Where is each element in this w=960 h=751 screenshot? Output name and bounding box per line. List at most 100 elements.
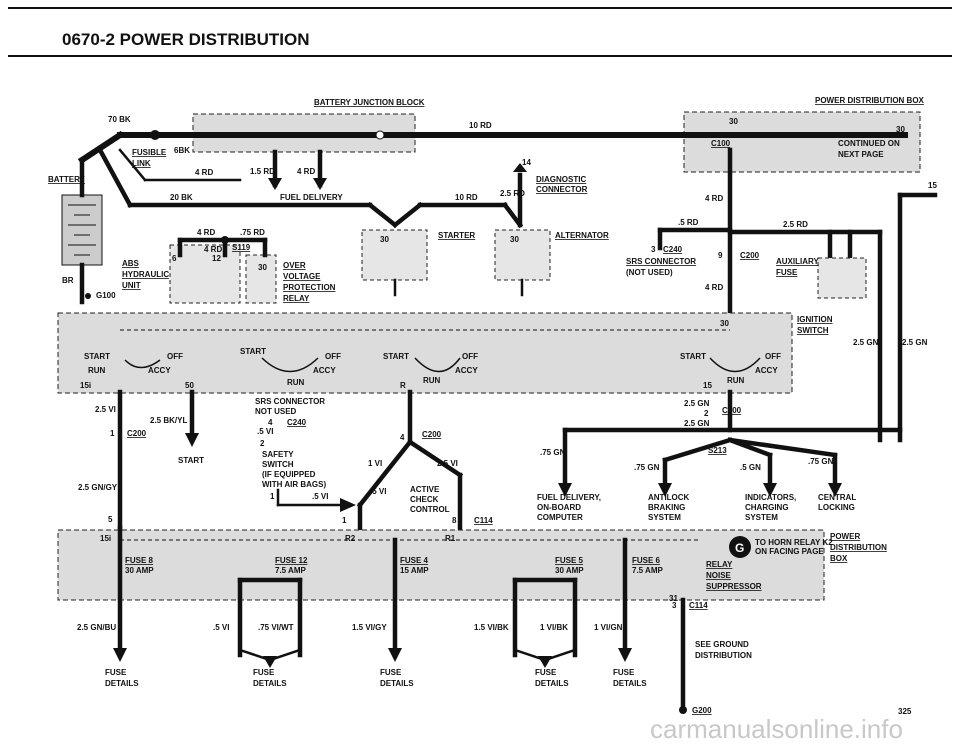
- wire-label: 4 RD: [197, 228, 215, 237]
- switch-position-label: ACCY: [755, 366, 778, 375]
- diagnostic-connector-label: CONNECTOR: [536, 185, 588, 194]
- horn-relay-reference: TO HORN RELAY K2: [755, 538, 833, 547]
- switch-position-label: RUN: [88, 366, 106, 375]
- wire-label: .75 VI/WT: [258, 623, 294, 632]
- wire-label: 1 VI/GN: [594, 623, 623, 632]
- switch-position-label: RUN: [727, 376, 745, 385]
- fusible-link-label: FUSIBLE: [132, 148, 167, 157]
- fuse-6-label: FUSE 6: [632, 556, 661, 565]
- srs-connector-label: (NOT USED): [626, 268, 673, 277]
- wire-label: 1 VI: [368, 459, 382, 468]
- diagnostic-connector-label: DIAGNOSTIC: [536, 175, 586, 184]
- fuse-details-label: FUSE: [535, 668, 557, 677]
- starter-box: [361, 229, 428, 281]
- auxiliary-fuse-box: [817, 257, 867, 299]
- pin-label: 3: [672, 601, 677, 610]
- pin-label: 30: [729, 117, 738, 126]
- pin-label: R2: [345, 534, 356, 543]
- safety-switch-label: WITH AIR BAGS): [262, 480, 326, 489]
- ovp-relay-label: VOLTAGE: [283, 272, 321, 281]
- switch-position-label: START: [240, 347, 266, 356]
- fuel-delivery-label: FUEL DELIVERY: [280, 193, 343, 202]
- wire-label: 2.5 RD: [500, 189, 525, 198]
- ovp-relay-label: RELAY: [283, 294, 310, 303]
- pin-label: 50: [185, 381, 194, 390]
- alternator-box: [494, 229, 551, 281]
- abs-label: UNIT: [122, 281, 141, 290]
- fuse-4-label: FUSE 4: [400, 556, 429, 565]
- over-voltage-relay-box: [245, 254, 277, 304]
- switch-position-label: OFF: [325, 352, 341, 361]
- connector-c240: C240: [287, 418, 307, 427]
- pin-label: 1: [342, 516, 347, 525]
- ignition-switch-label: IGNITION: [797, 315, 833, 324]
- wire-label: 10 RD: [455, 193, 478, 202]
- abs-label: ABS: [122, 259, 140, 268]
- see-ground-label: DISTRIBUTION: [695, 651, 752, 660]
- antilock-label: BRAKING: [648, 503, 685, 512]
- fuse-5-amp: 30 AMP: [555, 566, 584, 575]
- pin-label: 31: [669, 594, 678, 603]
- pin-label: 15: [928, 181, 937, 190]
- fuse-details-label: FUSE: [613, 668, 635, 677]
- fuse-details-label: FUSE: [253, 668, 275, 677]
- wire-label: 2.5 GN/BU: [77, 623, 116, 632]
- battery-label: BATTERY: [48, 175, 86, 184]
- connector-c200: C200: [740, 251, 760, 260]
- pin-label: 1: [110, 429, 115, 438]
- indicators-label: CHARGING: [745, 503, 789, 512]
- connector-c240: C240: [663, 245, 683, 254]
- switch-position-label: START: [680, 352, 706, 361]
- pin-label: 30: [896, 125, 905, 134]
- wire-label: 1.5 RD: [250, 167, 275, 176]
- safety-switch-label: SAFETY: [262, 450, 294, 459]
- antilock-label: ANTILOCK: [648, 493, 690, 502]
- splice-s119: S119: [232, 243, 251, 252]
- fuel-delivery-label: ON-BOARD: [537, 503, 581, 512]
- fuse-6-amp: 7.5 AMP: [632, 566, 663, 575]
- active-check-control-label: ACTIVE: [410, 485, 440, 494]
- wire-label: .5 GN: [740, 463, 761, 472]
- switch-position-label: OFF: [765, 352, 781, 361]
- pin-label: 1: [270, 492, 275, 501]
- power-distribution-box-label: BOX: [830, 554, 848, 563]
- switch-position-label: OFF: [167, 352, 183, 361]
- pin-label: 5: [108, 515, 113, 524]
- auxiliary-fuse-label: AUXILIARY: [776, 257, 819, 266]
- connector-c100: C100: [711, 139, 731, 148]
- wire-label: 1.5 VI/BK: [474, 623, 509, 632]
- wire-label: 6BK: [174, 146, 190, 155]
- wire-label: 2.5 RD: [783, 220, 808, 229]
- pin-label: 3: [651, 245, 656, 254]
- pin-label: 15: [703, 381, 712, 390]
- switch-position-label: OFF: [462, 352, 478, 361]
- wire-label: 2.5 GN: [684, 419, 710, 428]
- wire-label: .5 VI: [213, 623, 229, 632]
- ignition-switch-label: SWITCH: [797, 326, 829, 335]
- power-distribution-box-label: POWER DISTRIBUTION BOX: [815, 96, 925, 105]
- indicators-label: INDICATORS,: [745, 493, 796, 502]
- fuse-5-label: FUSE 5: [555, 556, 584, 565]
- pin-label: 15i: [100, 534, 111, 543]
- pin-label: 9: [718, 251, 723, 260]
- see-ground-label: SEE GROUND: [695, 640, 749, 649]
- wire-label: .75 GN: [808, 457, 834, 466]
- ignition-switch-box: [57, 312, 793, 394]
- fuse-details-label: DETAILS: [253, 679, 287, 688]
- fuse-12-label: FUSE 12: [275, 556, 308, 565]
- battery-icon: [61, 194, 103, 266]
- wire-label: BR: [62, 276, 74, 285]
- watermark: carmanualsonline.info: [650, 714, 903, 744]
- power-distribution-box-bottom: [57, 529, 825, 601]
- junction-dot: [150, 130, 160, 140]
- fuse-details-label: FUSE: [380, 668, 402, 677]
- noise-suppressor-label: SUPPRESSOR: [706, 582, 762, 591]
- wire-label: 2.5 GN: [853, 338, 879, 347]
- pin-label: 12: [212, 254, 221, 263]
- connector-c200: C200: [722, 406, 742, 415]
- ground-g200: G200: [692, 706, 712, 715]
- safety-switch-label: (IF EQUIPPED: [262, 470, 316, 479]
- srs-connector-label: NOT USED: [255, 407, 297, 416]
- wire-label: .75 GN: [634, 463, 660, 472]
